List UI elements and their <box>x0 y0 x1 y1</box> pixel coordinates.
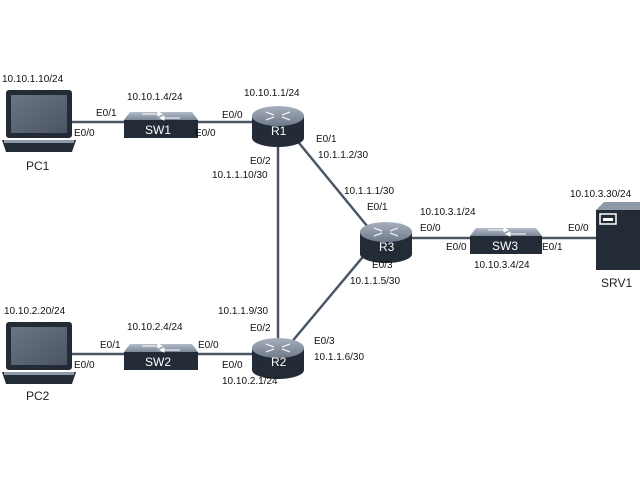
sw3-e00-label: E0/0 <box>446 242 467 253</box>
pc1-laptop-icon[interactable] <box>2 90 76 152</box>
r3-e01-label: E0/1 <box>367 202 388 213</box>
r2-router-icon[interactable] <box>252 338 304 379</box>
pc2-ip: 10.10.2.20/24 <box>4 306 66 317</box>
sw2-e00-label: E0/0 <box>198 340 219 351</box>
r1-e02-ip: 10.1.1.10/30 <box>212 170 268 181</box>
srv1-name: SRV1 <box>601 276 633 290</box>
r2-e03-ip: 10.1.1.6/30 <box>314 352 365 363</box>
r3-e00-ip: 10.10.3.1/24 <box>420 207 476 218</box>
r1-e01-label: E0/1 <box>316 134 337 145</box>
sw1-e00-label: E0/0 <box>195 128 216 139</box>
pc2-laptop-icon[interactable] <box>2 322 76 384</box>
sw2-switch-icon[interactable] <box>124 343 198 370</box>
srv1-e00-label: E0/0 <box>568 223 589 234</box>
sw1-e01-label: E0/1 <box>96 108 117 119</box>
sw1-name: SW1 <box>145 123 172 137</box>
r2-e00-label: E0/0 <box>222 360 243 371</box>
sw3-e01-label: E0/1 <box>542 242 563 253</box>
sw3-name: SW3 <box>492 239 519 253</box>
r1-e01-ip: 10.1.1.2/30 <box>318 150 369 161</box>
pc2-name: PC2 <box>26 389 50 403</box>
pc1-ip: 10.10.1.10/24 <box>2 74 64 85</box>
r1-name: R1 <box>271 124 287 138</box>
pc2-e00-label: E0/0 <box>74 360 95 371</box>
link-r2-r3 <box>289 245 373 345</box>
sw3-ip: 10.10.3.4/24 <box>474 260 530 271</box>
r3-router-icon[interactable] <box>360 222 412 263</box>
r1-router-icon[interactable] <box>252 106 304 147</box>
sw1-switch-icon[interactable] <box>124 111 198 138</box>
r3-e01-ip: 10.1.1.1/30 <box>344 186 395 197</box>
r2-e02-ip: 10.1.1.9/30 <box>218 306 269 317</box>
r3-e03-ip: 10.1.1.5/30 <box>350 276 401 287</box>
link-r1-r3 <box>289 131 373 233</box>
srv1-ip: 10.10.3.30/24 <box>570 189 632 200</box>
sw3-switch-icon[interactable] <box>470 227 542 254</box>
r3-e03-label: E0/3 <box>372 260 393 271</box>
pc1-name: PC1 <box>26 159 50 173</box>
r2-e02-label: E0/2 <box>250 323 271 334</box>
sw2-name: SW2 <box>145 355 172 369</box>
r3-e00-label: E0/0 <box>420 223 441 234</box>
sw2-ip: 10.10.2.4/24 <box>127 322 183 333</box>
sw1-ip: 10.10.1.4/24 <box>127 92 183 103</box>
sw2-e01-label: E0/1 <box>100 340 121 351</box>
links <box>72 120 596 356</box>
r2-name: R2 <box>271 355 287 369</box>
srv1-server-icon[interactable] <box>596 202 640 270</box>
r2-e03-label: E0/3 <box>314 336 335 347</box>
r3-name: R3 <box>379 240 395 254</box>
r1-e00-label: E0/0 <box>222 110 243 121</box>
pc1-e00-label: E0/0 <box>74 128 95 139</box>
r1-ip: 10.10.1.1/24 <box>244 88 300 99</box>
r1-e02-label: E0/2 <box>250 156 271 167</box>
r2-ip: 10.10.2.1/24 <box>222 376 278 387</box>
